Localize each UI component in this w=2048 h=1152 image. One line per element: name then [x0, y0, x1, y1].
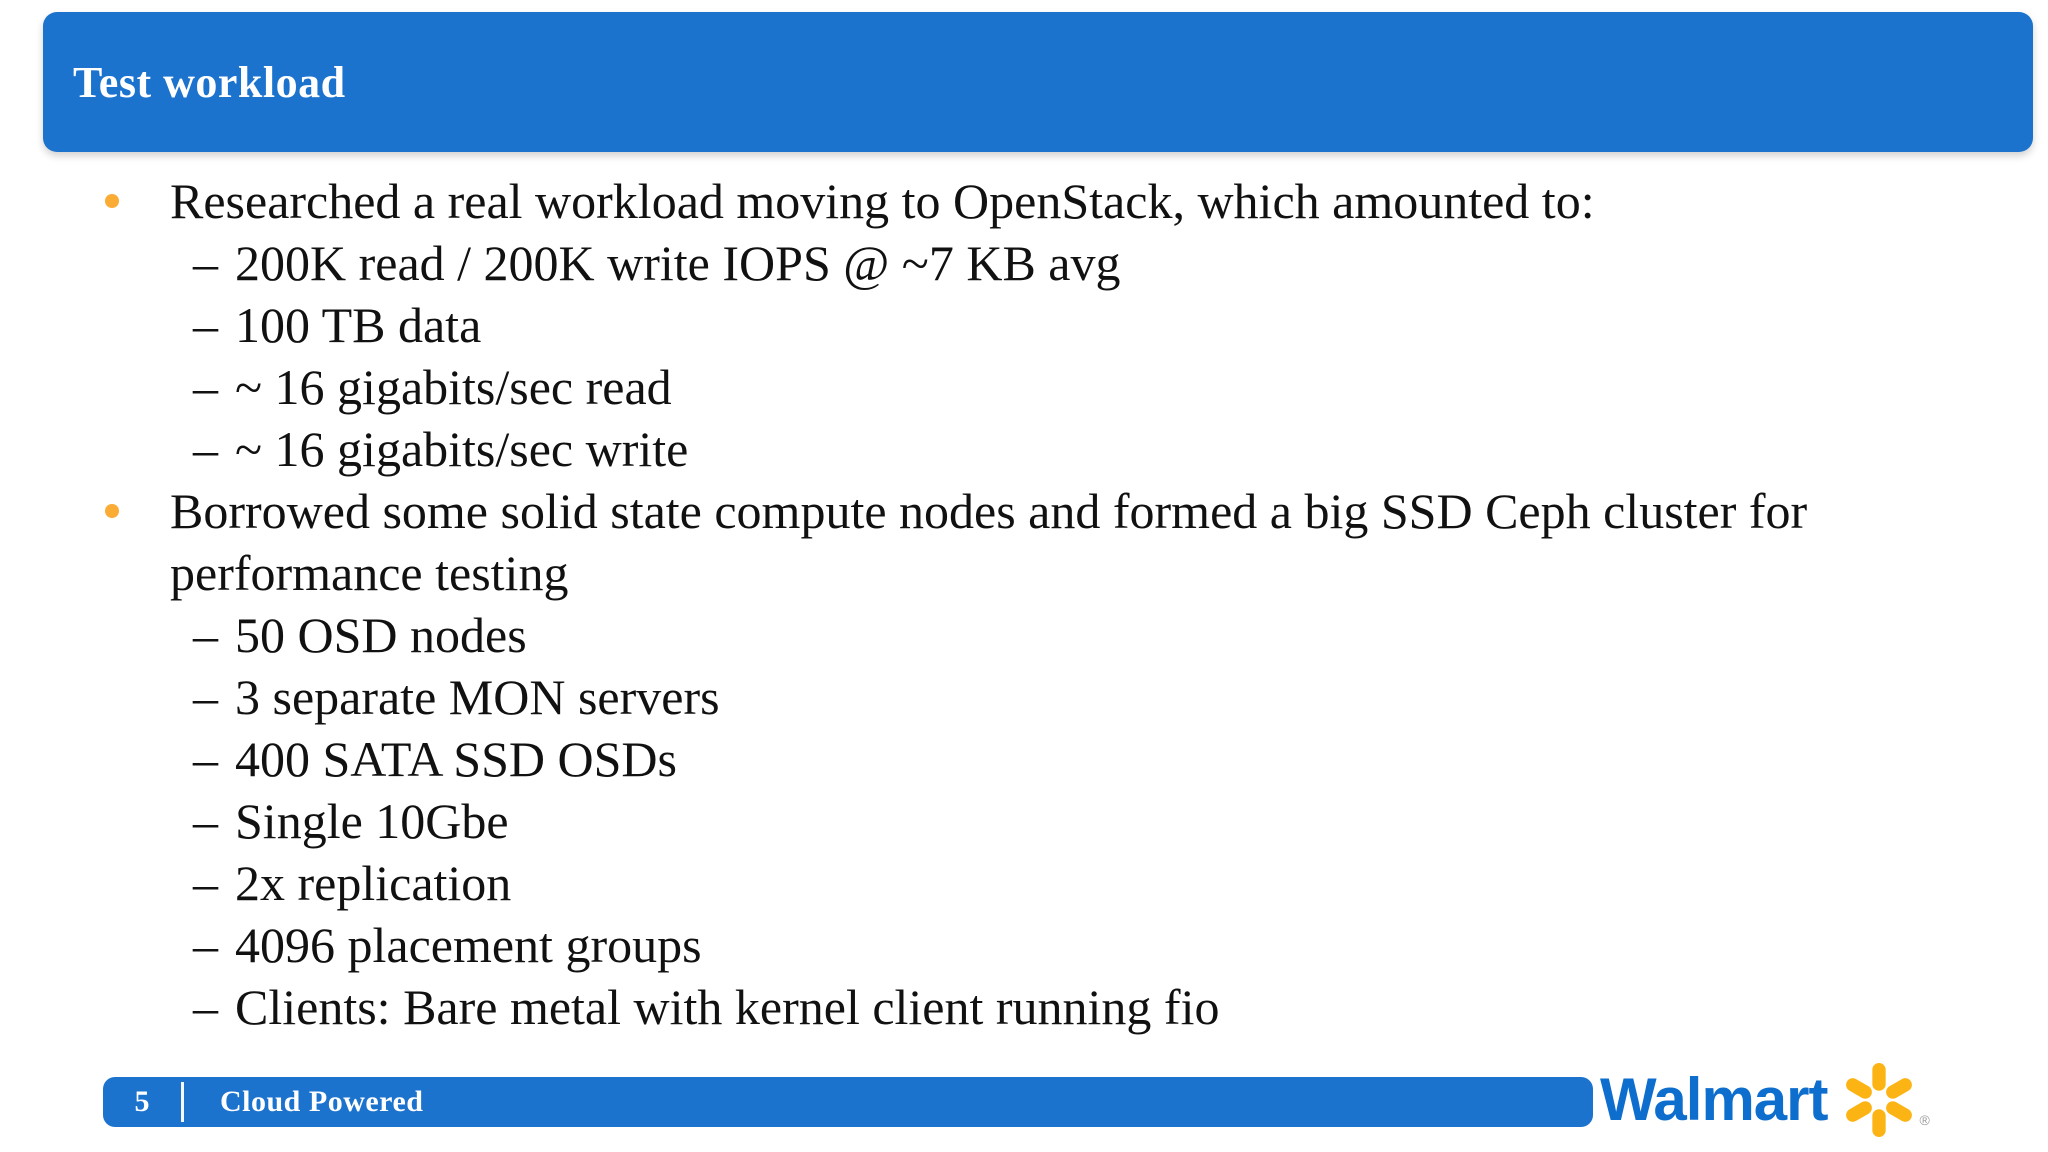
dash-icon: – — [193, 235, 218, 291]
bullet-text: ~ 16 gigabits/sec read — [235, 359, 672, 415]
dash-icon: – — [193, 793, 218, 849]
bullet-text: Borrowed some solid state compute nodes … — [170, 483, 1808, 601]
sub-bullet-item: –4096 placement groups — [193, 914, 1807, 976]
sub-bullet-item: –400 SATA SSD OSDs — [193, 728, 1807, 790]
bullet-dot-icon — [105, 480, 170, 518]
bullet-item: Researched a real workload moving to Ope… — [105, 170, 1807, 232]
sub-bullet-item: –~ 16 gigabits/sec write — [193, 418, 1807, 480]
bullet-text: 400 SATA SSD OSDs — [235, 731, 677, 787]
bullet-text: 3 separate MON servers — [235, 669, 720, 725]
dash-icon: – — [193, 607, 218, 663]
sub-bullet-item: –50 OSD nodes — [193, 604, 1807, 666]
footer-label: Cloud Powered — [220, 1085, 424, 1118]
bullet-text: 2x replication — [235, 855, 512, 911]
footer-divider — [181, 1082, 184, 1122]
bullet-item: Borrowed some solid state compute nodes … — [105, 480, 1807, 604]
dash-icon: – — [193, 669, 218, 725]
sub-bullet-item: –200K read / 200K write IOPS @ ~7 KB avg — [193, 232, 1807, 294]
dash-icon: – — [193, 731, 218, 787]
sub-bullet-item: –100 TB data — [193, 294, 1807, 356]
sub-bullet-item: –Clients: Bare metal with kernel client … — [193, 976, 1807, 1038]
walmart-logo: Walmart ® — [1600, 1058, 1930, 1142]
bullet-text: Clients: Bare metal with kernel client r… — [235, 979, 1220, 1035]
bullet-text: 4096 placement groups — [235, 917, 702, 973]
registered-mark: ® — [1919, 1112, 1930, 1128]
sub-bullet-item: –~ 16 gigabits/sec read — [193, 356, 1807, 418]
bullet-text: Researched a real workload moving to Ope… — [170, 173, 1595, 229]
dash-icon: – — [193, 297, 218, 353]
bullet-text: 200K read / 200K write IOPS @ ~7 KB avg — [235, 235, 1121, 291]
slide-title: Test workload — [73, 57, 346, 107]
dash-icon: – — [193, 421, 218, 477]
bullet-dot-icon — [105, 170, 170, 208]
walmart-spark-icon — [1845, 1063, 1912, 1137]
bullet-text: Single 10Gbe — [235, 793, 509, 849]
page-number: 5 — [134, 1085, 150, 1118]
footer-bar: 5 Cloud Powered — [103, 1077, 1593, 1127]
slide-title-bar: Test workload — [43, 12, 2033, 152]
walmart-wordmark: Walmart — [1600, 1066, 1828, 1133]
bullet-text: ~ 16 gigabits/sec write — [235, 421, 689, 477]
sub-bullet-item: –3 separate MON servers — [193, 666, 1807, 728]
dash-icon: – — [193, 979, 218, 1035]
dash-icon: – — [193, 917, 218, 973]
bullet-list: Researched a real workload moving to Ope… — [105, 170, 1807, 1038]
dash-icon: – — [193, 855, 218, 911]
bullet-text: 100 TB data — [235, 297, 482, 353]
bullet-text: 50 OSD nodes — [235, 607, 527, 663]
dash-icon: – — [193, 359, 218, 415]
sub-bullet-item: –Single 10Gbe — [193, 790, 1807, 852]
sub-bullet-item: –2x replication — [193, 852, 1807, 914]
